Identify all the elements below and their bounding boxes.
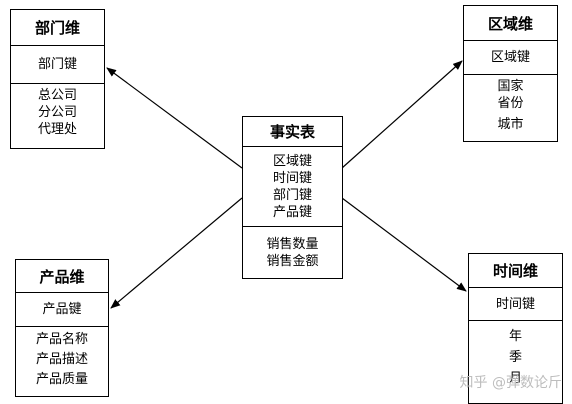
time-dim-table: 时间维 时间键 年 季 月	[468, 253, 563, 404]
time-dim-title: 时间维	[492, 262, 538, 280]
fact-table-key: 区域键	[272, 153, 312, 169]
product-dim-table: 产品维 产品键 产品名称 产品描述 产品质量	[15, 259, 109, 397]
region-dim-attr-section: 国家 省份 城市	[464, 74, 557, 141]
fact-table-header: 事实表	[243, 117, 342, 146]
product-dim-attr: 产品描述	[35, 352, 88, 367]
fact-table-key: 部门键	[272, 187, 312, 203]
product-dim-attr: 产品名称	[35, 332, 88, 347]
fact-table-measure: 销售金额	[266, 253, 319, 269]
time-dim-attr-section: 年 季 月	[469, 320, 562, 403]
fact-table: 事实表 区域键 时间键 部门键 产品键 销售数量 销售金额	[242, 116, 343, 279]
region-dim-title: 区域维	[487, 14, 533, 33]
time-dim-key: 时间键	[495, 296, 535, 312]
dept-dim-attr: 分公司	[37, 105, 77, 120]
dept-dim-title: 部门维	[34, 19, 80, 37]
region-dim-attr: 国家	[497, 79, 524, 94]
dept-dim-attr-section: 总公司 分公司 代理处	[11, 83, 104, 148]
product-dim-header: 产品维	[16, 260, 108, 292]
time-dim-attr: 季	[508, 350, 522, 365]
arrow-to-dept-dim	[106, 67, 243, 169]
product-dim-title: 产品维	[39, 267, 85, 286]
region-dim-table: 区域维 区域键 国家 省份 城市	[463, 5, 558, 142]
time-dim-attr: 年	[508, 329, 522, 344]
dept-dim-table: 部门维 部门键 总公司 分公司 代理处	[10, 9, 105, 149]
region-dim-key-section: 区域键	[464, 40, 557, 74]
region-dim-header: 区域维	[464, 6, 557, 40]
region-dim-key: 区域键	[490, 50, 530, 65]
product-dim-attr: 产品质量	[35, 372, 88, 387]
fact-table-measures-section: 销售数量 销售金额	[243, 226, 342, 278]
time-dim-attr: 月	[508, 371, 522, 386]
arrow-to-region-dim	[341, 60, 463, 169]
watermark: 知乎 @弹数论斤	[459, 375, 562, 391]
fact-table-measure: 销售数量	[266, 236, 319, 252]
region-dim-attr: 城市	[497, 117, 524, 132]
product-dim-key: 产品键	[42, 302, 82, 317]
dept-dim-key-section: 部门键	[11, 45, 104, 83]
time-dim-header: 时间维	[469, 254, 562, 287]
arrow-to-time-dim	[341, 197, 467, 292]
fact-table-key: 产品键	[272, 204, 312, 220]
product-dim-attr-section: 产品名称 产品描述 产品质量	[16, 326, 108, 396]
fact-table-key: 时间键	[272, 170, 312, 186]
dept-dim-header: 部门维	[11, 10, 104, 45]
dept-dim-key: 部门键	[37, 57, 77, 72]
arrow-to-product-dim	[110, 197, 243, 309]
dept-dim-attr: 代理处	[37, 122, 77, 137]
dept-dim-attr: 总公司	[37, 88, 77, 103]
time-dim-key-section: 时间键	[469, 287, 562, 320]
region-dim-attr: 省份	[497, 96, 524, 111]
product-dim-key-section: 产品键	[16, 292, 108, 326]
fact-table-title: 事实表	[269, 123, 315, 141]
fact-table-keys-section: 区域键 时间键 部门键 产品键	[243, 146, 342, 226]
